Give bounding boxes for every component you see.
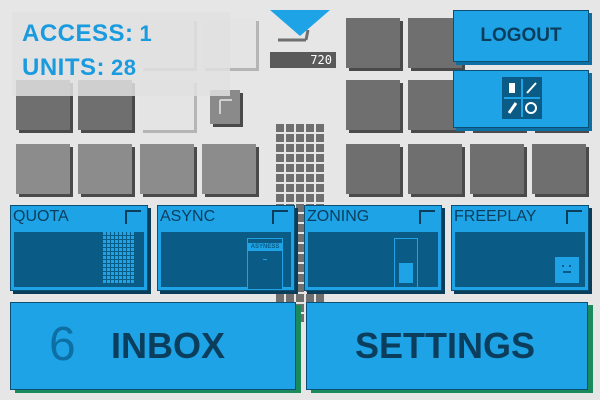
- tools-button[interactable]: [453, 70, 589, 128]
- tile: [346, 80, 400, 130]
- unit-counter: 720: [270, 52, 336, 68]
- mode-async-label: ASYNC: [160, 208, 216, 225]
- async-card-icon: ASYNESS: [247, 238, 283, 290]
- access-value: 1: [139, 21, 153, 46]
- corner-bracket-icon: [219, 99, 232, 114]
- access-label: ACCESS:: [22, 20, 134, 47]
- settings-button[interactable]: SETTINGS: [306, 302, 588, 390]
- tile: [202, 144, 256, 194]
- mode-zoning-preview: [308, 232, 438, 288]
- tile: [346, 144, 400, 194]
- grid-pattern-icon: [103, 232, 134, 283]
- mode-freeplay[interactable]: FREEPLAY: [451, 205, 589, 291]
- mode-async[interactable]: ASYNC ASYNESS: [157, 205, 295, 291]
- tile: [16, 144, 70, 194]
- tile: [140, 144, 194, 194]
- access-stat: ACCESS:1: [22, 20, 152, 48]
- async-card-text: ASYNESS: [248, 243, 282, 251]
- tile: [532, 144, 586, 194]
- logout-button[interactable]: LOGOUT: [453, 10, 589, 62]
- logout-label: LOGOUT: [480, 25, 562, 46]
- corner-bracket-icon: [566, 210, 582, 224]
- mode-freeplay-preview: [455, 232, 585, 287]
- zone-bar-icon: [394, 238, 418, 288]
- mode-quota-label: QUOTA: [13, 208, 69, 225]
- mode-zoning-label: ZONING: [307, 208, 370, 225]
- settings-label: SETTINGS: [355, 325, 536, 366]
- inbox-label: INBOX: [111, 325, 226, 366]
- stats-panel: ACCESS:1 UNITS:28: [12, 12, 230, 96]
- smiley-block-icon: [555, 257, 579, 283]
- mode-quota[interactable]: QUOTA: [10, 205, 148, 291]
- corner-bracket-icon: [419, 210, 435, 224]
- tile: [346, 18, 400, 68]
- corner-bracket-icon: [125, 210, 141, 224]
- tile: [408, 144, 462, 194]
- mode-async-preview: ASYNESS: [161, 232, 291, 290]
- units-label: UNITS:: [22, 54, 105, 81]
- mode-zoning[interactable]: ZONING: [304, 205, 442, 291]
- tools-grid-icon: [502, 77, 542, 119]
- corner-bracket-icon: [272, 210, 288, 224]
- inbox-count: 6: [49, 318, 76, 371]
- tile: [470, 144, 524, 194]
- tile: [78, 144, 132, 194]
- funnel-icon: [270, 10, 330, 42]
- units-stat: UNITS:28: [22, 54, 136, 82]
- mode-freeplay-label: FREEPLAY: [454, 208, 537, 225]
- units-value: 28: [111, 55, 137, 80]
- inbox-button[interactable]: 6 INBOX: [10, 302, 296, 390]
- mode-quota-preview: [14, 232, 144, 287]
- counter-value: 720: [310, 53, 332, 67]
